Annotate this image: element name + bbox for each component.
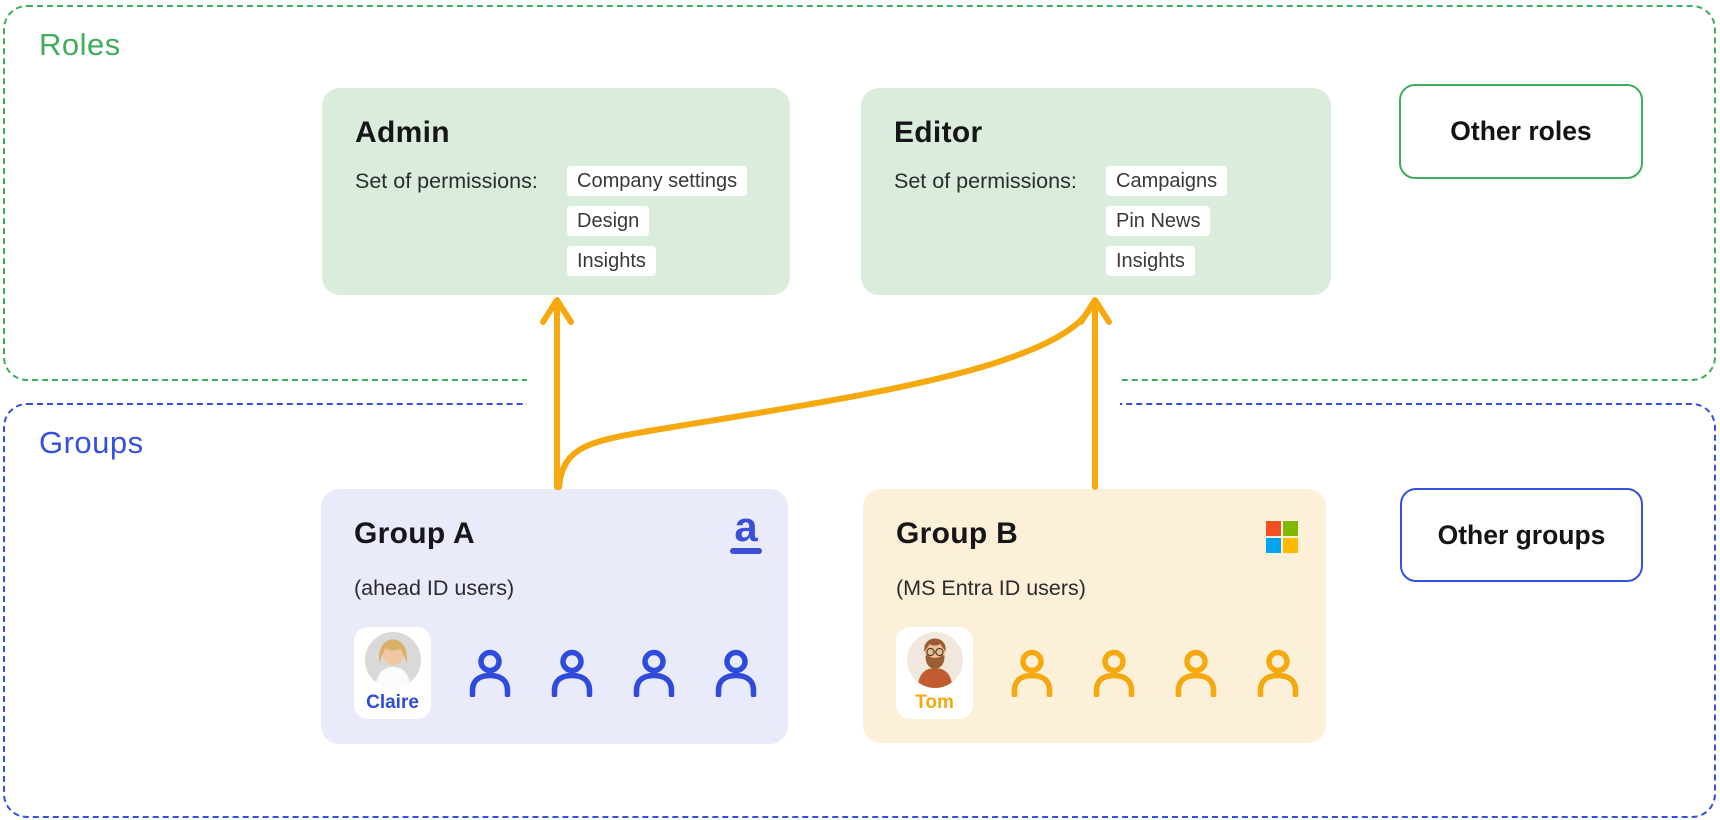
- member-name: Claire: [366, 691, 419, 713]
- other-roles-box: Other roles: [1399, 84, 1643, 179]
- roles-border-gap: [527, 374, 1120, 386]
- member-tom: Tom: [896, 626, 973, 719]
- editor-role-card: Editor Set of permissions: Campaigns Pin…: [861, 88, 1331, 295]
- member-claire: Claire: [354, 626, 431, 719]
- claire-avatar: [364, 631, 421, 688]
- group-a-title: Group A: [354, 517, 475, 550]
- user-icon: [467, 649, 513, 697]
- other-groups-box: Other groups: [1400, 488, 1643, 582]
- user-icon: [1091, 649, 1137, 697]
- permissions-label: Set of permissions:: [894, 169, 1077, 193]
- other-groups-label: Other groups: [1437, 519, 1606, 550]
- admin-role-title: Admin: [355, 116, 450, 149]
- groups-region: Groups: [3, 403, 1716, 818]
- user-icon: [1255, 649, 1301, 697]
- group-a-members: Claire: [354, 626, 757, 719]
- member-name: Tom: [915, 691, 954, 713]
- user-icon: [1009, 649, 1055, 697]
- user-icon: [631, 649, 677, 697]
- editor-role-title: Editor: [894, 116, 983, 149]
- group-a-card: Group A a (ahead ID users) Claire: [321, 489, 788, 744]
- group-b-members: Tom: [896, 626, 1299, 719]
- admin-permission-chips: Company settings Design Insights: [567, 166, 748, 276]
- ahead-logo-icon: a: [730, 506, 762, 554]
- tom-avatar: [906, 631, 963, 688]
- permission-chip: Company settings: [567, 166, 748, 196]
- user-icon: [549, 649, 595, 697]
- group-b-title: Group B: [896, 517, 1019, 550]
- permissions-label: Set of permissions:: [355, 169, 538, 193]
- user-icon: [1173, 649, 1219, 697]
- permission-chip: Pin News: [1106, 206, 1211, 236]
- group-a-subtitle: (ahead ID users): [354, 576, 515, 600]
- admin-permissions-row: Set of permissions: Company settings Des…: [355, 166, 757, 276]
- editor-permissions-row: Set of permissions: Campaigns Pin News I…: [894, 166, 1298, 276]
- permission-chip: Insights: [567, 246, 656, 276]
- editor-permission-chips: Campaigns Pin News Insights: [1106, 166, 1228, 276]
- group-b-subtitle: (MS Entra ID users): [896, 576, 1086, 600]
- user-icon: [713, 649, 759, 697]
- permission-chip: Design: [567, 206, 650, 236]
- roles-region: Roles: [3, 5, 1716, 381]
- permission-chip: Campaigns: [1106, 166, 1228, 196]
- other-roles-label: Other roles: [1450, 116, 1592, 146]
- group-b-card: Group B (MS Entra ID users): [863, 489, 1326, 743]
- microsoft-logo-icon: [1266, 521, 1298, 553]
- permission-chip: Insights: [1106, 246, 1195, 276]
- admin-role-card: Admin Set of permissions: Company settin…: [322, 88, 790, 295]
- roles-region-label: Roles: [39, 27, 121, 62]
- groups-border-gap: [527, 398, 1120, 410]
- groups-region-label: Groups: [39, 425, 144, 460]
